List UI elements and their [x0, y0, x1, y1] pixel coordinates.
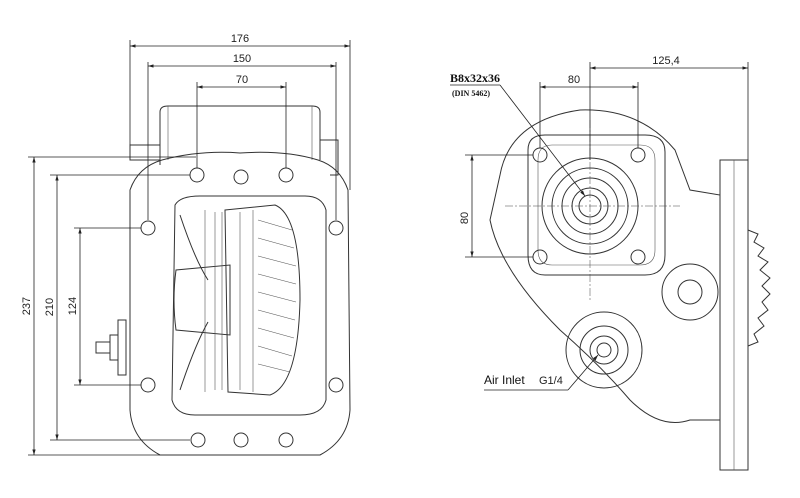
air-inlet-thread: G1/4: [539, 375, 563, 387]
dim-height-overall: 237: [21, 156, 196, 456]
front-view: 176 150 70 237 210: [21, 33, 351, 456]
dim-124-text: 124: [67, 297, 79, 315]
dim-80-v-text: 80: [459, 212, 471, 224]
dim-height-flange: 210: [44, 174, 190, 441]
dim-width-bolts: 70: [196, 74, 287, 168]
dim-width-flange: 150: [147, 53, 337, 220]
dim-width-overall: 176: [129, 33, 351, 190]
dim-bolt-square-v: 80: [459, 154, 533, 258]
dim-210-text: 210: [44, 298, 56, 316]
air-inlet-callout: Air Inlet G1/4: [484, 354, 599, 391]
spline-standard-text: (DIN 5462): [452, 89, 490, 98]
dim-80-h-text: 80: [568, 74, 580, 86]
dim-bolt-square-h: 80: [539, 74, 639, 148]
air-inlet-label: Air Inlet: [484, 373, 525, 387]
dim-125-4-text: 125,4: [652, 55, 680, 67]
dim-height-bolts: 124: [67, 227, 141, 386]
pto-casing: [489, 109, 721, 423]
spline-spec-text: B8x32x36: [450, 71, 500, 85]
dim-150-text: 150: [233, 53, 251, 65]
mounting-flange: [129, 151, 351, 456]
output-gear: [747, 229, 771, 347]
dim-237-text: 237: [21, 297, 33, 315]
side-view: 125,4 80 80 B8x32x36 (DIN 5462) Air Inle…: [450, 55, 771, 471]
dim-70-text: 70: [236, 74, 248, 86]
flange-holes: [140, 167, 344, 448]
helical-gear: [224, 204, 301, 396]
dim-offset-shaft: 125,4: [589, 55, 749, 160]
dim-176-text: 176: [231, 33, 249, 45]
spline-callout: B8x32x36 (DIN 5462): [450, 71, 586, 197]
